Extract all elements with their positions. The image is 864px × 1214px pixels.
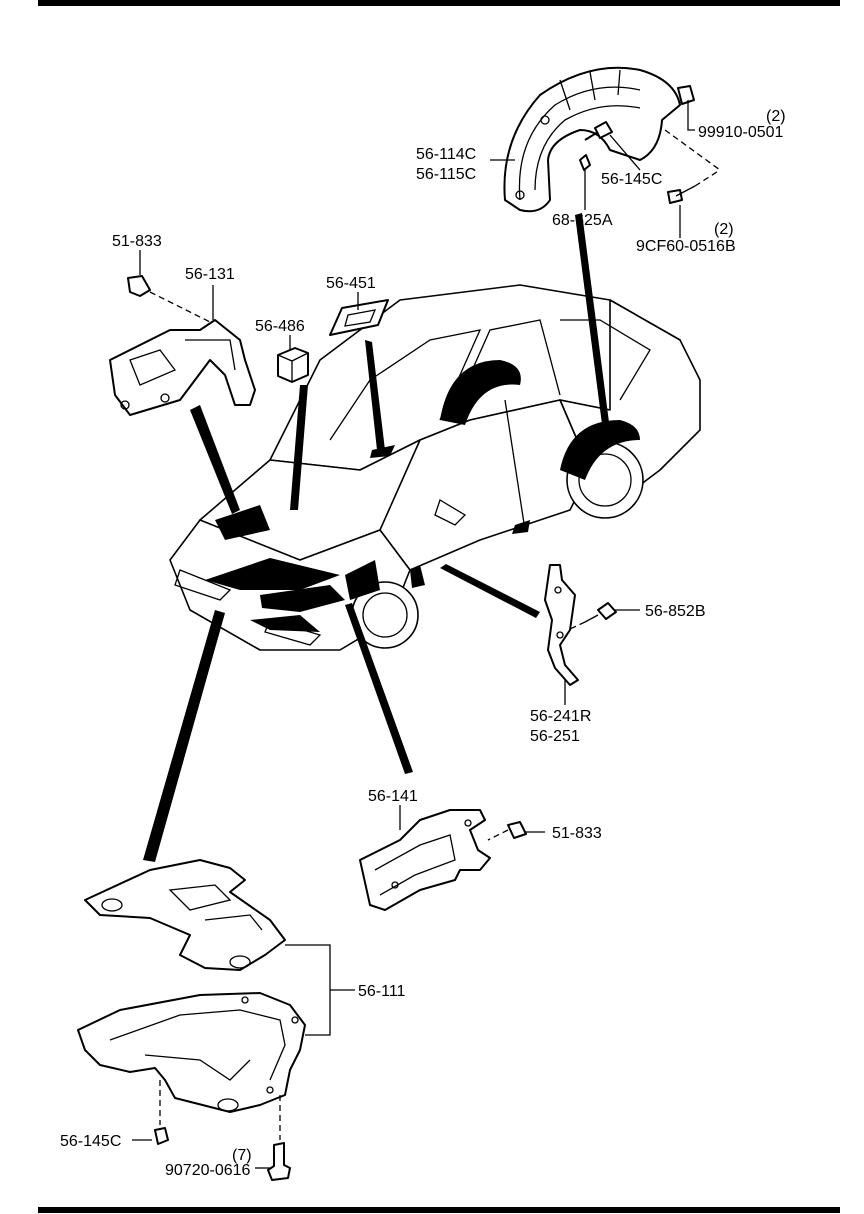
part-56-241r	[544, 564, 579, 686]
label-56-451: 56-451	[326, 275, 376, 292]
fastener-51-833-top	[127, 275, 211, 323]
label-56-852b: 56-852B	[645, 603, 706, 620]
fastener-68-625a	[579, 154, 591, 171]
label-9cf60-0516b: 9CF60-0516B	[636, 238, 736, 255]
label-56-141: 56-141	[368, 788, 418, 805]
label-56-111: 56-111	[358, 983, 406, 1000]
car-illustration	[169, 284, 701, 651]
label-qty-2b: (2)	[714, 221, 734, 238]
leader-lines	[132, 100, 695, 1169]
label-51-833-mid: 51-833	[552, 825, 602, 842]
fastener-99910-0501	[664, 85, 721, 171]
label-56-115c: 56-115C	[416, 166, 476, 183]
callout-labels: 51-833 56-131 56-486 56-451 56-114C 56-1…	[60, 108, 786, 1179]
part-56-451	[329, 299, 389, 336]
fastener-9cf60-0516b	[667, 169, 721, 204]
label-56-486: 56-486	[255, 318, 305, 335]
label-90720-0616: 90720-0616	[165, 1162, 251, 1179]
label-56-145c-bot: 56-145C	[60, 1133, 121, 1150]
part-56-114c	[503, 66, 681, 213]
part-56-111-lower	[77, 992, 306, 1113]
label-99910-0501: 99910-0501	[698, 124, 784, 141]
top-rule	[38, 0, 840, 6]
label-qty-7: (7)	[232, 1147, 252, 1164]
fastener-56-852b	[567, 602, 617, 631]
label-qty-2a: (2)	[766, 108, 786, 125]
fastener-51-833-mid	[487, 821, 527, 841]
fastener-56-145c-top	[584, 121, 613, 141]
label-68-625a: 68-625A	[552, 212, 613, 229]
label-51-833-top: 51-833	[112, 233, 162, 250]
leader-wedges	[143, 213, 610, 862]
label-56-145c-top: 56-145C	[601, 171, 662, 188]
part-56-141	[359, 809, 491, 911]
label-56-251: 56-251	[530, 728, 580, 745]
label-56-241r: 56-241R	[530, 708, 591, 725]
part-56-486	[277, 347, 309, 383]
fasteners-under-cover	[154, 1080, 291, 1181]
bracket-56-111	[285, 944, 355, 1036]
label-56-131: 56-131	[185, 266, 235, 283]
bottom-rule	[38, 1207, 840, 1213]
part-56-131	[109, 319, 256, 416]
part-56-111-upper	[84, 859, 286, 971]
label-56-114c: 56-114C	[416, 146, 476, 163]
